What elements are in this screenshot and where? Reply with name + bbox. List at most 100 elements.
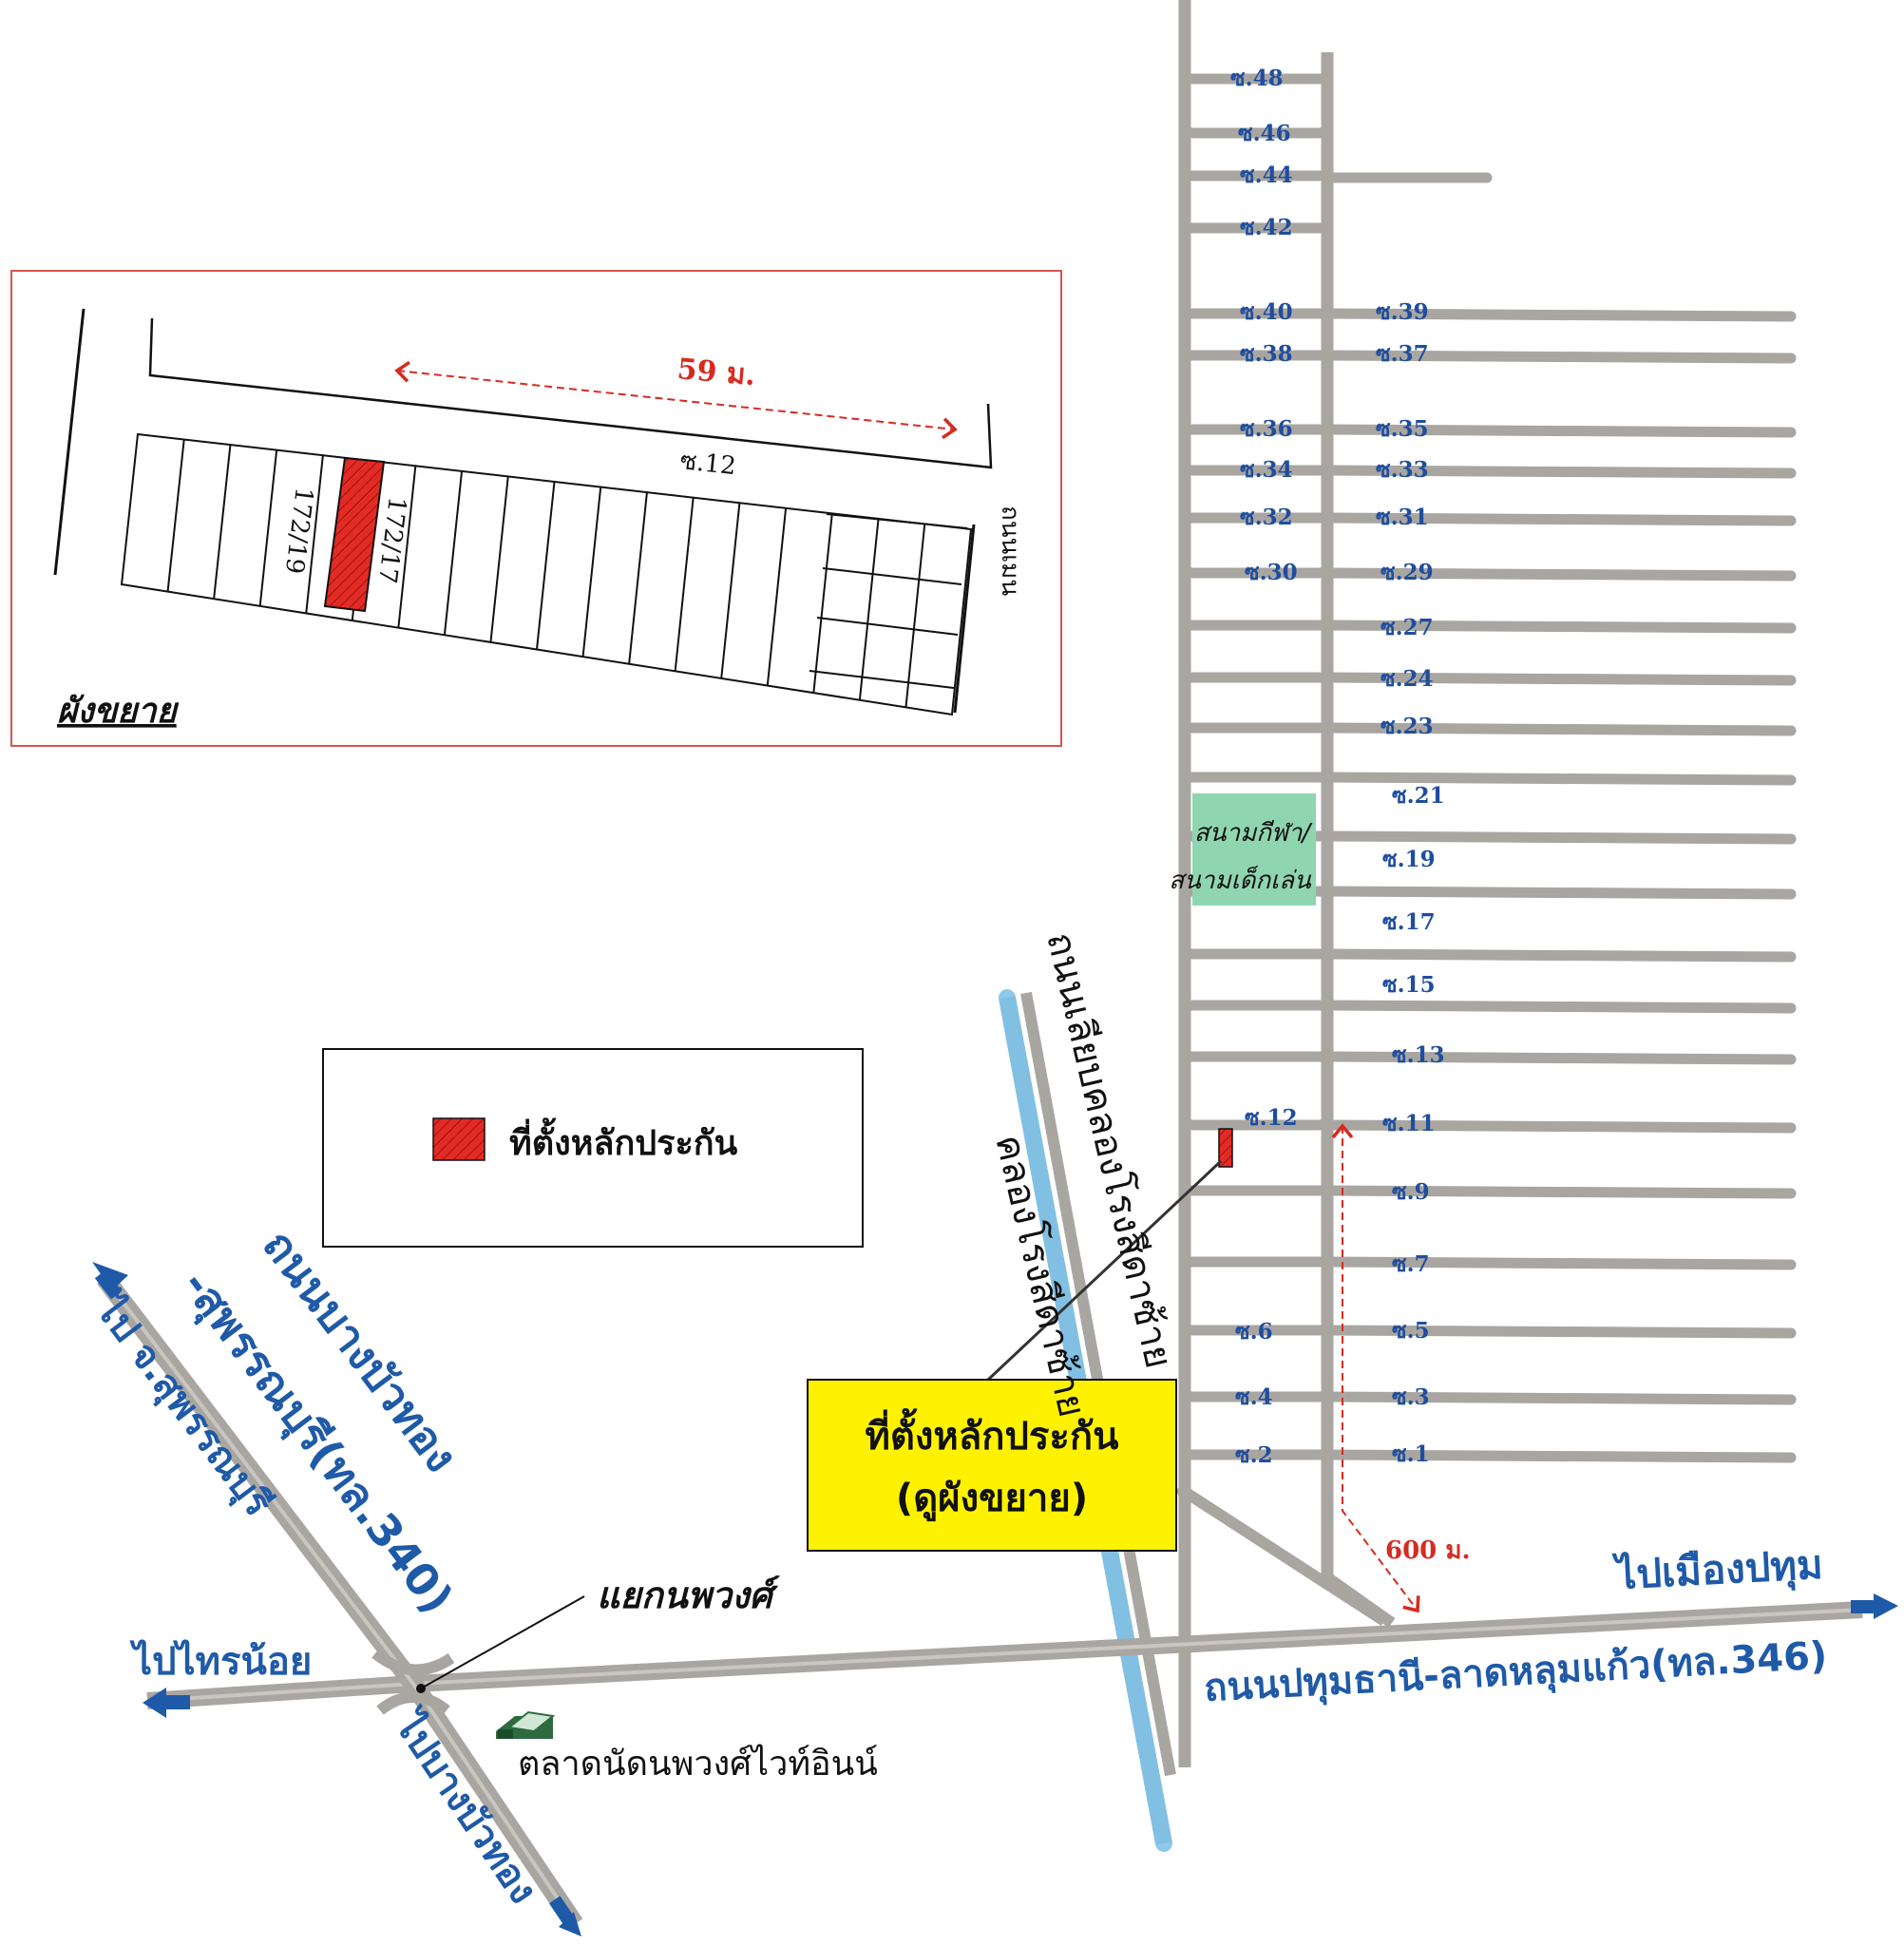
inset-plot-divider [258, 449, 278, 606]
soi-label: ซ.23 [1380, 714, 1434, 739]
inset-plot-divider [489, 476, 509, 642]
soi-street-segment [1322, 1000, 1797, 1014]
soi-label: ซ.31 [1376, 505, 1429, 530]
connector-road-west [1175, 1486, 1188, 1500]
soi-label: ซ.38 [1240, 341, 1293, 367]
soi-label: ซ.9 [1392, 1179, 1430, 1205]
legend-hatched-red-square-icon [432, 1117, 486, 1161]
inset-plot-divider [812, 513, 833, 694]
road-bangbuathong-label-1: ถนนบางบัวทอง [253, 1220, 467, 1481]
inset-plot-divider [166, 439, 185, 592]
park-area [1192, 793, 1316, 906]
inset-plot-divider [536, 481, 556, 650]
inset-title: ผังขยาย [57, 692, 180, 731]
soi-street-segment [1322, 308, 1797, 322]
soi-label: ซ.34 [1240, 457, 1293, 483]
inset-plot-divider [443, 470, 464, 636]
soi-label: ซ.2 [1235, 1442, 1273, 1468]
soi-label: ซ.27 [1380, 615, 1434, 640]
soi-label: ซ.36 [1240, 416, 1293, 442]
inset-distance-dimension [394, 360, 958, 440]
park-label-line1: สนามกีฬา/ [1194, 819, 1313, 848]
soi-label: ซ.33 [1376, 457, 1429, 483]
soi-label: ซ.1 [1392, 1441, 1430, 1467]
soi-labels-right: ซ.39 ซ.37 ซ.35 ซ.33 ซ.31 ซ.29 ซ.27 ซ.24 ซ.23 ซ.21… [1376, 299, 1445, 1467]
inset-distance-label: 59 ม. [676, 353, 756, 392]
soi-label: ซ.13 [1392, 1042, 1445, 1068]
collateral-location-marker [1218, 1128, 1233, 1168]
soi-street-segment [1322, 620, 1797, 634]
inset-border [10, 270, 1062, 747]
soi-street-segment [1322, 567, 1797, 582]
location-callout-box [807, 1379, 1177, 1552]
intersection-leader [420, 1595, 585, 1689]
to-sainoi-label: ไปไทรน้อย [129, 1639, 312, 1684]
soi-street-segment [1322, 830, 1797, 845]
soi-label: ซ.44 [1240, 162, 1293, 188]
inset-plot-divider [397, 466, 417, 628]
soi-label: ซ.3 [1392, 1384, 1430, 1410]
legend-label: ที่ตั้งหลักประกัน [509, 1117, 738, 1163]
soi-label: ซ.37 [1376, 341, 1429, 367]
soi-label: ซ.40 [1240, 299, 1293, 325]
soi-label: ซ.17 [1382, 909, 1436, 935]
inset-plot-divider [305, 455, 324, 614]
inset-plot-divider [213, 445, 232, 600]
callout-line1: ที่ตั้งหลักประกัน [866, 1408, 1119, 1459]
soi-label: ซ.4 [1235, 1384, 1273, 1410]
intersection-label: แยกนพวงศ์ [597, 1574, 781, 1616]
soi-label: ซ.48 [1230, 66, 1284, 91]
soi-label: ซ.21 [1392, 783, 1445, 809]
park-label-line2: สนามเด็กเล่น [1169, 865, 1312, 895]
soi-label: ซ.42 [1240, 215, 1293, 240]
soi-label: ซ.5 [1392, 1318, 1430, 1344]
inset-plot-divider [822, 567, 962, 585]
legend-box [322, 1048, 864, 1248]
soi-label: ซ.32 [1240, 505, 1293, 530]
to-pathum-label: ไปเมืองปทุม [1611, 1541, 1824, 1601]
inset-plot-divider [628, 492, 648, 664]
inset-soi-label: ซ.12 [678, 447, 737, 481]
soi-label: ซ.6 [1235, 1319, 1273, 1345]
inset-plot-divider [826, 513, 968, 529]
inset-plan [10, 270, 1062, 747]
inset-plot-divider [581, 486, 602, 658]
distance-600-dimension [1331, 1123, 1420, 1613]
road-arrow-icon [92, 1262, 1898, 1936]
callout-line2: (ดูผังขยาย) [896, 1477, 1088, 1521]
market-label: ตลาดนัดนพวงศ์ไวท์อินน์ [518, 1744, 878, 1784]
soi-street-segment [1322, 465, 1797, 479]
soi-label: ซ.30 [1245, 560, 1298, 585]
soi-label: ซ.24 [1380, 666, 1434, 692]
soi-labels-left: ซ.48 ซ.46 ซ.44 ซ.42 ซ.40 ซ.38 ซ.36 ซ.34 ซ.32 ซ.30… [1230, 66, 1298, 1468]
soi-street-segment [1322, 772, 1797, 786]
inset-plot-divider [674, 497, 695, 672]
market-building-icon [496, 1710, 556, 1739]
soi-streets [1185, 73, 1797, 1463]
inset-plot-divider [858, 518, 880, 700]
soi-label: ซ.39 [1376, 299, 1429, 325]
soi-street-segment [1322, 722, 1797, 736]
soi-label: ซ.11 [1382, 1111, 1436, 1136]
soi-label: ซ.19 [1382, 847, 1436, 872]
soi-label: ซ.29 [1380, 560, 1434, 585]
soi-street-segment [1322, 424, 1797, 438]
inset-selected-plot [323, 456, 386, 613]
soi-street-segment [1322, 886, 1797, 900]
soi-label: ซ.46 [1238, 121, 1291, 146]
soi-street-segment [1322, 350, 1797, 364]
soi-street-segment [1322, 948, 1797, 963]
inset-plot-divider [816, 617, 959, 636]
soi-label: ซ.15 [1382, 972, 1436, 998]
soi-label: ซ.7 [1392, 1251, 1430, 1277]
inset-plot-divider [904, 524, 926, 708]
soi-label: ซ.12 [1245, 1105, 1298, 1131]
soi-street-segment [1322, 672, 1797, 686]
inset-plot-divider [809, 670, 955, 689]
soi-street-segment [1322, 512, 1797, 526]
distance-600-label: 600 ม. [1385, 1536, 1471, 1565]
soi-label: ซ.35 [1376, 416, 1429, 442]
callout-leader-line [986, 1159, 1223, 1382]
inset-plot-divider [766, 507, 788, 686]
